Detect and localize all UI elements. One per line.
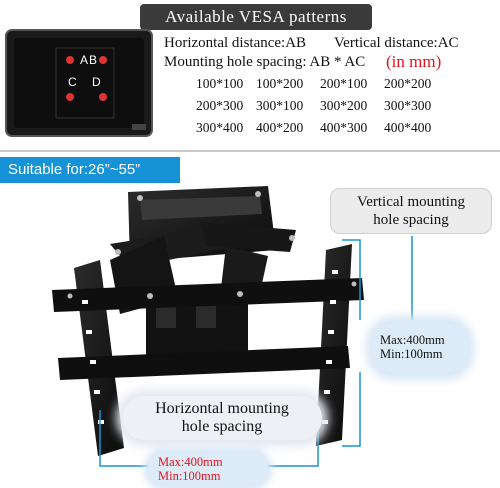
hole-label-a: A bbox=[80, 53, 88, 67]
hole-label-b: B bbox=[89, 53, 97, 67]
tv-back-diagram: A B C D bbox=[5, 29, 153, 137]
pattern-item: 300*300 bbox=[384, 98, 432, 113]
vertical-spacing-callout: Vertical mounting hole spacing bbox=[330, 188, 492, 234]
pattern-item: 300*100 bbox=[256, 98, 304, 113]
hole-label-d: D bbox=[92, 75, 101, 89]
horizontal-callout-line1: Horizontal mounting bbox=[155, 400, 289, 417]
vertical-min-label: Min:100mm bbox=[380, 347, 443, 361]
pattern-item: 200*100 bbox=[320, 76, 368, 91]
hole-label-c: C bbox=[68, 75, 77, 89]
unit-note: (in mm) bbox=[386, 52, 442, 71]
horizontal-callout-line2: hole spacing bbox=[181, 418, 263, 435]
pattern-item: 200*300 bbox=[196, 98, 244, 113]
mounting-hole-spacing-label: Mounting hole spacing: AB * AC bbox=[164, 54, 366, 70]
suitable-size-label: Suitable for:26”~55” bbox=[8, 161, 141, 178]
suitable-size-bar: Suitable for:26”~55” bbox=[0, 157, 180, 183]
pattern-item: 200*200 bbox=[384, 76, 432, 91]
vertical-max-label: Max:400mm bbox=[380, 333, 445, 347]
pattern-item: 300*200 bbox=[320, 98, 368, 113]
hole-a bbox=[66, 56, 74, 64]
section-divider bbox=[0, 150, 500, 152]
pattern-item: 300*400 bbox=[196, 120, 244, 135]
horizontal-measure-box: Max:400mm Min:100mm bbox=[148, 452, 268, 486]
pattern-item: 100*100 bbox=[196, 76, 244, 91]
horizontal-min-label: Min:100mm bbox=[158, 469, 221, 483]
hole-c bbox=[66, 93, 74, 101]
hole-b bbox=[99, 56, 107, 64]
pattern-item: 400*300 bbox=[320, 120, 368, 135]
horizontal-distance-label: Horizontal distance:AB bbox=[164, 35, 307, 51]
vertical-callout-line1: Vertical mounting bbox=[357, 194, 465, 210]
vertical-measure-box: Max:400mm Min:100mm bbox=[372, 322, 468, 374]
vertical-callout-line2: hole spacing bbox=[373, 212, 449, 228]
vesa-title: Available VESA patterns bbox=[165, 7, 347, 26]
vesa-title-banner: Available VESA patterns bbox=[140, 4, 372, 30]
horizontal-spacing-callout: Horizontal mounting hole spacing bbox=[122, 396, 322, 440]
hole-d bbox=[99, 93, 107, 101]
vertical-distance-label: Vertical distance:AC bbox=[334, 35, 459, 51]
horizontal-max-label: Max:400mm bbox=[158, 455, 223, 469]
pattern-item: 400*200 bbox=[256, 120, 304, 135]
pattern-item: 400*400 bbox=[384, 120, 432, 135]
pattern-item: 100*200 bbox=[256, 76, 304, 91]
